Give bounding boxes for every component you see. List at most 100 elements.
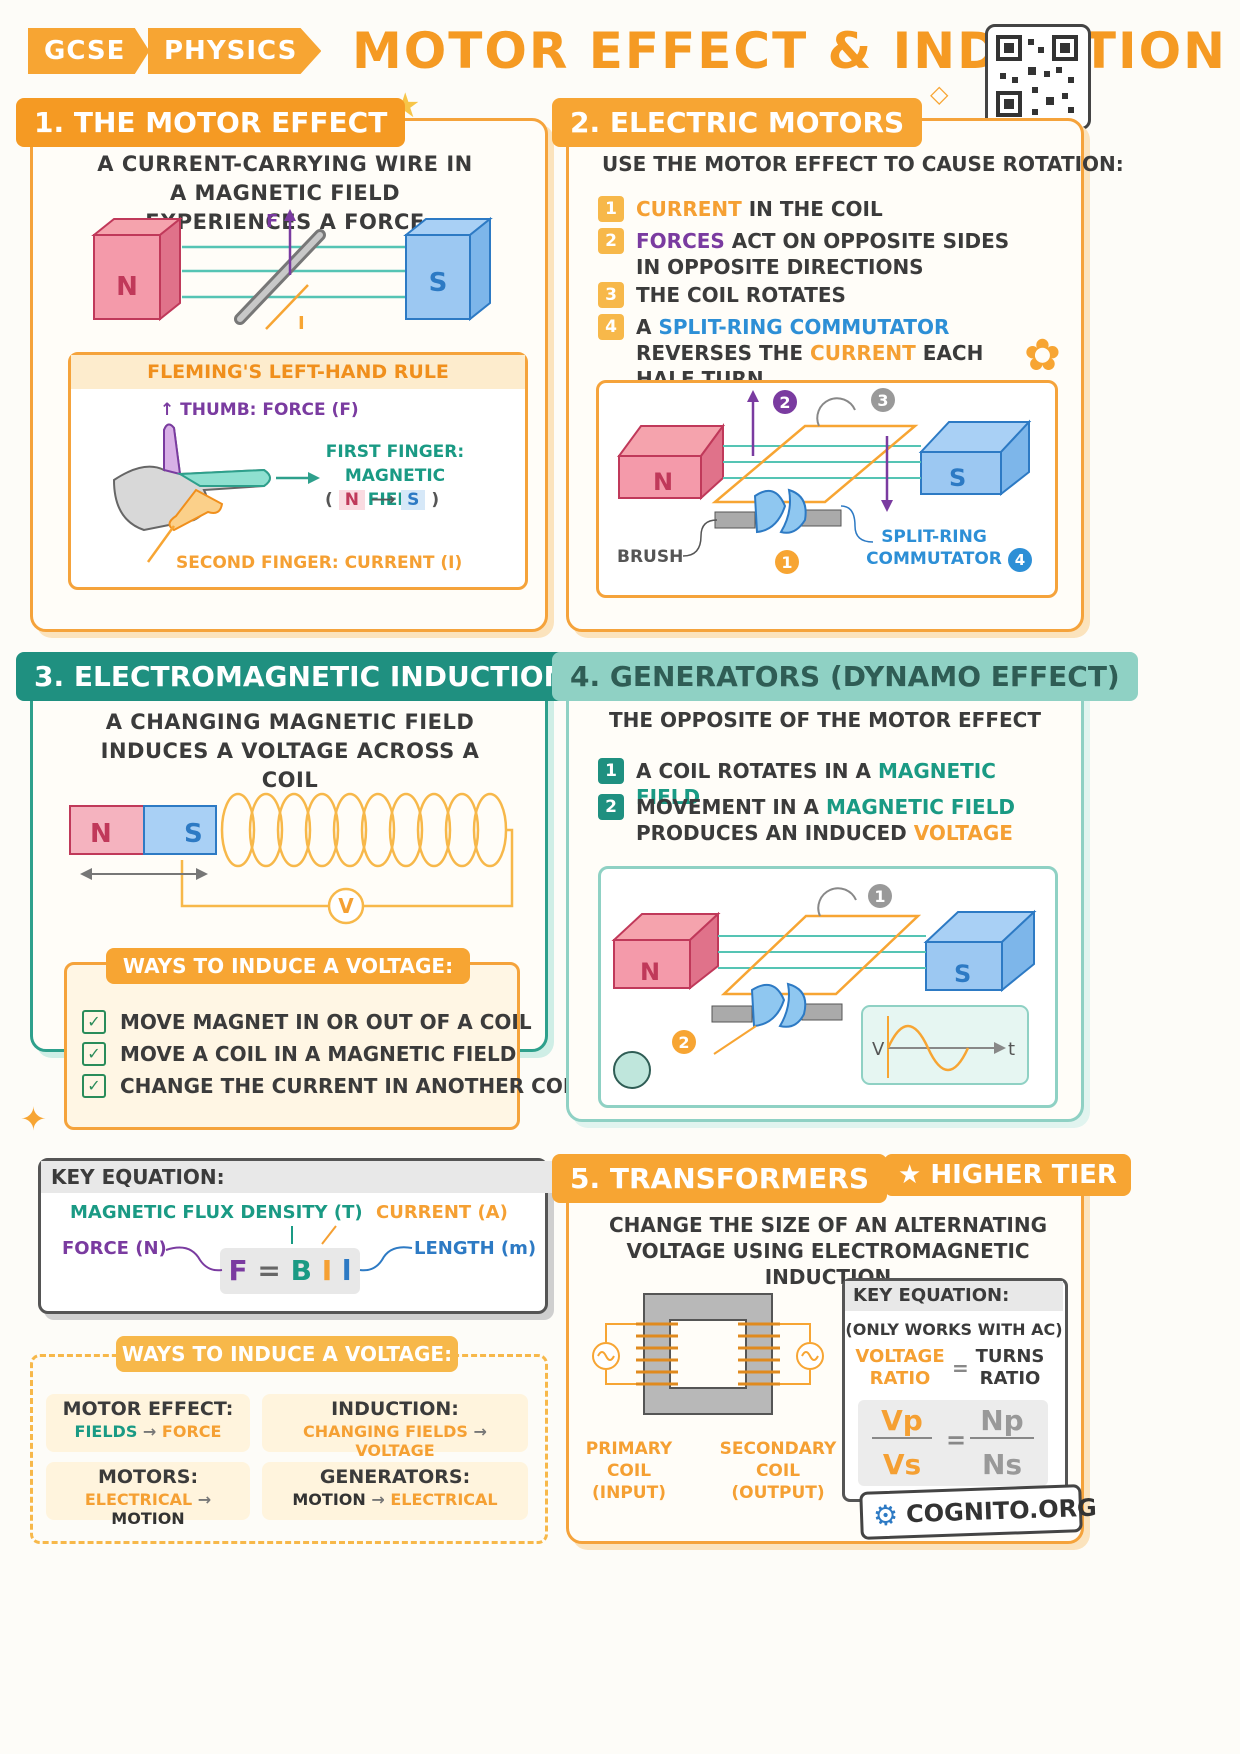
step-text: THE COIL ROTATES <box>636 283 846 307</box>
primary-coil-label: PRIMARY COIL (INPUT) <box>585 1439 673 1503</box>
step-text: MOVEMENT IN A MAGNETIC FIELD PRODUCES AN… <box>636 795 1016 845</box>
cognito-logo[interactable]: ⚙ COGNITO.ORG <box>859 1484 1097 1540</box>
equation-connectors <box>165 1225 413 1272</box>
transformers-heading: 5. TRANSFORMERS <box>552 1154 888 1203</box>
motor-effect-heading: 1. THE MOTOR EFFECT <box>16 98 406 147</box>
page-title: MOTOR EFFECT & INDUCTION <box>352 22 1227 80</box>
generator-marker-1: 1 <box>874 887 885 906</box>
force-label: F <box>266 211 278 232</box>
eq-length-label: LENGTH (m) <box>414 1238 537 1259</box>
summary-cell: INDUCTION:CHANGING FIELDS → VOLTAGE <box>262 1394 528 1460</box>
generator-n-label: N <box>640 958 660 986</box>
eq-current-label: CURRENT (A) <box>376 1202 508 1223</box>
left-hand-illustration <box>112 423 320 563</box>
sparkle-icon: ✦ <box>20 1100 47 1138</box>
induction-heading: 3. ELECTROMAGNETIC INDUCTION <box>16 652 585 701</box>
step-number: 3 <box>598 282 624 308</box>
checkbox-icon: ✓ <box>82 1042 106 1066</box>
generator-diagram: N S 1 2 V t <box>611 884 1037 1089</box>
motor-marker-4: 4 <box>1008 548 1032 572</box>
diamond-icon: ◇ <box>930 80 949 108</box>
step-number: 2 <box>598 794 624 820</box>
ways-item-label: MOVE MAGNET IN OR OUT OF A COIL <box>120 1010 532 1034</box>
induction-intro: A CHANGING MAGNETIC FIELD INDUCES A VOLT… <box>100 710 480 792</box>
qr-code-icon[interactable] <box>985 24 1091 130</box>
thumb-label: ↑ THUMB: FORCE (F) <box>160 400 359 420</box>
equation-formula: F = B I l <box>220 1248 360 1294</box>
key-equation-title: KEY EQUATION: <box>41 1161 555 1193</box>
magnet-s-label: S <box>429 268 448 298</box>
secondary-coil-label: SECONDARY COIL (OUTPUT) <box>719 1439 837 1503</box>
summary-cell-heading: MOTOR EFFECT: <box>62 1398 234 1420</box>
brush-label: BRUSH <box>617 547 683 567</box>
step-number: 4 <box>598 314 624 340</box>
s4-step: 1 A COIL ROTATES IN A MAGNETIC FIELD <box>598 758 1038 810</box>
summary-cell: GENERATORS:MOTION → ELECTRICAL <box>262 1462 528 1520</box>
step-number: 2 <box>598 228 624 254</box>
motor-s-label: S <box>949 464 966 492</box>
ways-box <box>64 962 520 1130</box>
physics-tag: PHYSICS <box>148 28 322 74</box>
graph-t-label: t <box>1008 1039 1015 1060</box>
motor-effect-diagram: N F I S <box>91 209 493 334</box>
gcse-tag: GCSE <box>28 28 150 74</box>
electric-motors-heading: 2. ELECTRIC MOTORS <box>552 98 923 147</box>
field-direction: ( N ⟶ S ) <box>325 490 440 510</box>
magnet-n <box>91 216 183 322</box>
second-finger-label: SECOND FINGER: CURRENT (I) <box>176 553 463 573</box>
checkbox-icon: ✓ <box>82 1074 106 1098</box>
ratio-formula: Vp Vs = Np Ns <box>858 1400 1048 1486</box>
gear-icon: ⚙ <box>872 1498 899 1532</box>
transformer-diagram <box>592 1293 824 1415</box>
eq-force-label: FORCE (N) <box>62 1238 167 1259</box>
checkbox-icon: ✓ <box>82 1010 106 1034</box>
graph-v-label: V <box>872 1039 885 1060</box>
generators-heading: 4. GENERATORS (DYNAMO EFFECT) <box>552 652 1138 701</box>
ratio-equals: = <box>952 1356 969 1380</box>
step-number: 1 <box>598 758 624 784</box>
magnet-s <box>403 216 493 322</box>
s4-step: 2 MOVEMENT IN A MAGNETIC FIELD PRODUCES A… <box>598 794 1038 846</box>
ways-item-label: CHANGE THE CURRENT IN ANOTHER COIL <box>120 1074 584 1098</box>
step-number: 1 <box>598 196 624 222</box>
fleming-title: FLEMING'S LEFT-HAND RULE <box>71 355 525 389</box>
summary-cell-heading: INDUCTION: <box>331 1398 459 1420</box>
s2-step: 3 THE COIL ROTATES <box>598 282 1038 308</box>
ways-item: ✓ CHANGE THE CURRENT IN ANOTHER COIL <box>82 1074 583 1098</box>
induction-s-label: S <box>184 819 203 849</box>
ways-item: ✓ MOVE A COIL IN A MAGNETIC FIELD <box>82 1042 516 1066</box>
generators-intro: THE OPPOSITE OF THE MOTOR EFFECT <box>609 708 1041 732</box>
summary-cell: MOTOR EFFECT:FIELDS → FORCE <box>46 1394 250 1452</box>
transformers-intro: CHANGE THE SIZE OF AN ALTERNATING VOLTAG… <box>609 1213 1047 1289</box>
mascot-icon: ✿ <box>1024 330 1061 381</box>
magnet-n-label: N <box>116 272 138 302</box>
motor-n-label: N <box>653 468 673 496</box>
induction-n-label: N <box>90 819 112 849</box>
induction-diagram: N S V <box>69 792 514 925</box>
generator-marker-2: 2 <box>678 1033 689 1052</box>
summary-cell-heading: GENERATORS: <box>319 1466 471 1488</box>
step-text: CURRENT IN THE COIL <box>636 197 883 221</box>
s2-step: 1 CURRENT IN THE COIL <box>598 196 1038 222</box>
motor-marker-1: 1 <box>781 553 792 572</box>
summary-cell-heading: MOTORS: <box>97 1466 199 1488</box>
generator-s-label: S <box>954 960 971 988</box>
ways-item: ✓ MOVE MAGNET IN OR OUT OF A COIL <box>82 1010 532 1034</box>
step-text: A COIL ROTATES IN A MAGNETIC FIELD <box>636 759 996 809</box>
voltmeter-label: V <box>338 894 354 918</box>
s2-step: 2 FORCES ACT ON OPPOSITE SIDES IN OPPOSIT… <box>598 228 1038 280</box>
summary-cell: MOTORS:ELECTRICAL → MOTION <box>46 1462 250 1528</box>
ways-item-label: MOVE A COIL IN A MAGNETIC FIELD <box>120 1042 517 1066</box>
ways-heading: WAYS TO INDUCE A VOLTAGE: <box>106 948 470 984</box>
motor-marker-2: 2 <box>779 393 790 412</box>
ac-note: (ONLY WORKS WITH AC) <box>845 1320 1063 1339</box>
motor-effect-intro: A CURRENT-CARRYING WIRE IN A MAGNETIC FI… <box>97 152 473 234</box>
commutator-label: SPLIT-RING COMMUTATOR <box>866 527 1002 569</box>
step-text: FORCES ACT ON OPPOSITE SIDES IN OPPOSITE… <box>636 229 1010 279</box>
star-icon: ★ <box>898 1160 922 1190</box>
flux-label: MAGNETIC FLUX DENSITY (T) <box>70 1202 363 1223</box>
higher-tier-badge: ★ HIGHER TIER <box>884 1154 1131 1196</box>
